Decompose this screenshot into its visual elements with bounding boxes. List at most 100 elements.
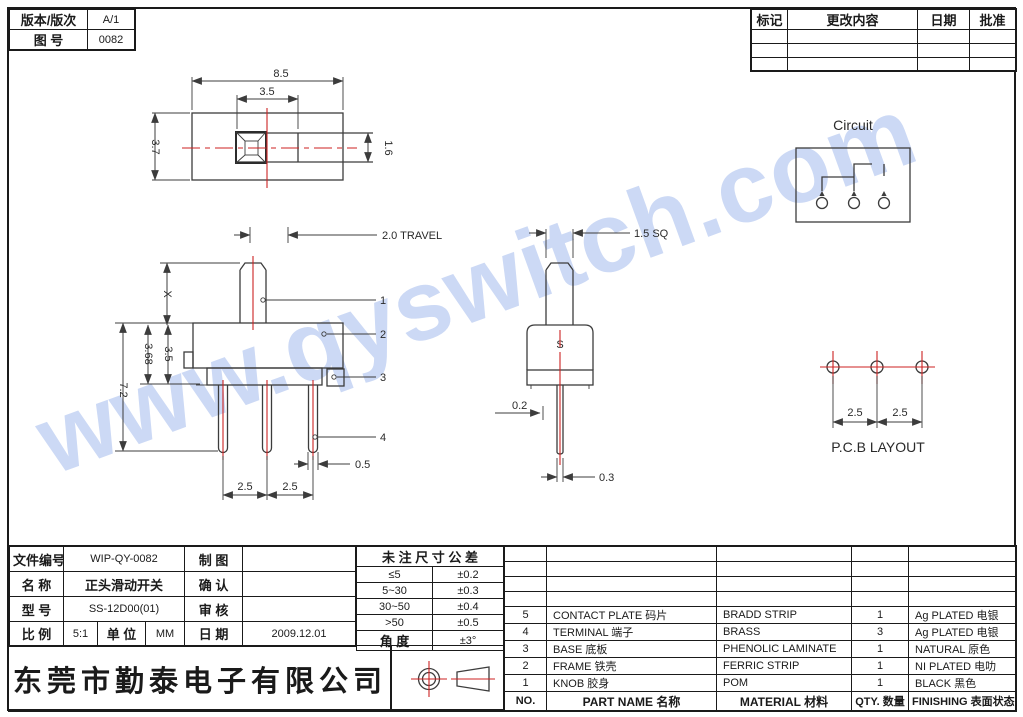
part-qty: 1 xyxy=(851,606,909,624)
change-col-date: 日期 xyxy=(917,9,970,30)
dwg-no-value: 0082 xyxy=(87,29,135,50)
date-value: 2009.12.01 xyxy=(242,621,356,646)
parts-col-material: MATERIAL 材料 xyxy=(716,691,852,711)
tolerance-range: >50 xyxy=(356,614,433,631)
dim-total-height: 7.2 xyxy=(117,382,129,397)
side-view: S 1.5 SQ 0.2 0.3 xyxy=(495,228,669,484)
part-qty: 1 xyxy=(851,640,909,658)
balloon-2: 2 xyxy=(380,329,386,341)
dim-pitch-right: 2.5 xyxy=(282,481,297,493)
dim-pin-thickness: 0.3 xyxy=(599,472,614,484)
dim-top-slot: 3.5 xyxy=(259,86,274,98)
rev-label: 版本/版次 xyxy=(9,9,88,30)
tolerance-title: 未 注 尺 寸 公 差 xyxy=(356,546,504,567)
revision-box: 版本/版次 A/1 图 号 0082 xyxy=(8,8,136,51)
dim-travel: 2.0 TRAVEL xyxy=(382,230,442,242)
change-row xyxy=(751,29,1016,44)
rev-value: A/1 xyxy=(87,9,135,30)
circuit-title: Circuit xyxy=(833,117,873,133)
name-value: 正头滑动开关 xyxy=(62,571,186,597)
unit-value: MM xyxy=(144,621,186,646)
dim-top-width: 8.5 xyxy=(273,68,288,80)
title-block: 文件编号 WIP-QY-0082 制 图 名 称 正头滑动开关 确 认 型 号 … xyxy=(8,545,357,647)
parts-row: 4 TERMINAL 端子 BRASS 3 Ag PLATED 电银 xyxy=(504,623,1016,641)
change-row xyxy=(751,57,1016,71)
part-name: BASE 底板 xyxy=(546,640,717,658)
name-label: 名 称 xyxy=(9,571,64,597)
dim-pin-width: 0.5 xyxy=(355,459,370,471)
parts-header-row: NO. PART NAME 名称 MATERIAL 材料 QTY. 数量 FIN… xyxy=(504,691,1016,711)
balloon-4: 4 xyxy=(380,432,386,444)
pcb-dim-right: 2.5 xyxy=(892,407,907,419)
confirmed-label: 确 认 xyxy=(184,571,244,597)
balloon-3: 3 xyxy=(380,372,386,384)
part-name: CONTACT PLATE 码片 xyxy=(546,606,717,624)
file-no-label: 文件编号 xyxy=(9,546,64,572)
part-no: 4 xyxy=(504,623,547,641)
parts-empty-row xyxy=(504,561,1016,577)
part-finishing: Ag PLATED 电银 xyxy=(908,606,1016,624)
parts-empty-row xyxy=(504,546,1016,562)
checked-value xyxy=(242,596,356,622)
change-row xyxy=(751,43,1016,58)
dim-top-knob: 1.6 xyxy=(382,140,394,155)
part-no: 1 xyxy=(504,674,547,692)
dim-knob-sq: 1.5 SQ xyxy=(634,228,669,240)
part-qty: 3 xyxy=(851,623,909,641)
parts-table: 5 CONTACT PLATE 码片 BRADD STRIP 1 Ag PLAT… xyxy=(503,545,1017,712)
drafted-label: 制 图 xyxy=(184,546,244,572)
parts-empty-row xyxy=(504,591,1016,607)
parts-col-qty: QTY. 数量 xyxy=(851,691,909,711)
tolerance-value: ±0.5 xyxy=(432,614,504,631)
projection-symbol-box xyxy=(390,645,505,712)
part-qty: 1 xyxy=(851,657,909,675)
third-angle-projection-icon xyxy=(411,661,495,697)
front-view: 1 2 3 4 2.0 TRAVEL X 3.5 3.68 7.2 2.5 2.… xyxy=(115,227,442,500)
dwg-no-label: 图 号 xyxy=(9,29,88,50)
balloon-1: 1 xyxy=(380,295,386,307)
dim-pitch-left: 2.5 xyxy=(237,481,252,493)
part-finishing: NI PLATED 电叻 xyxy=(908,657,1016,675)
parts-empty-row xyxy=(504,576,1016,592)
dim-offset: 0.2 xyxy=(512,400,527,412)
part-material: POM xyxy=(716,674,852,692)
parts-row: 1 KNOB 胶身 POM 1 BLACK 黑色 xyxy=(504,674,1016,692)
part-no: 2 xyxy=(504,657,547,675)
parts-col-no: NO. xyxy=(504,691,547,711)
tolerance-value: ±0.4 xyxy=(432,598,504,615)
change-table: 标记 更改内容 日期 批准 xyxy=(750,8,1017,72)
scale-value: 5:1 xyxy=(63,621,98,646)
tolerance-value: ±0.2 xyxy=(432,566,504,583)
date-label: 日 期 xyxy=(184,621,244,646)
part-name: TERMINAL 端子 xyxy=(546,623,717,641)
parts-row: 2 FRAME 铁壳 FERRIC STRIP 1 NI PLATED 电叻 xyxy=(504,657,1016,675)
part-finishing: NATURAL 原色 xyxy=(908,640,1016,658)
parts-col-name: PART NAME 名称 xyxy=(546,691,717,711)
part-no: 5 xyxy=(504,606,547,624)
part-material: PHENOLIC LAMINATE xyxy=(716,640,852,658)
top-view: 8.5 3.5 3.7 1.6 xyxy=(149,68,394,188)
part-finishing: BLACK 黑色 xyxy=(908,674,1016,692)
dim-top-height: 3.7 xyxy=(149,139,161,154)
part-no: 3 xyxy=(504,640,547,658)
tolerance-table: 未 注 尺 寸 公 差 ≤5 ±0.2 5~30 ±0.3 30~50 ±0.4… xyxy=(355,545,505,651)
company-name: 东莞市勤泰电子有限公司 xyxy=(8,645,392,712)
parts-row: 5 CONTACT PLATE 码片 BRADD STRIP 1 Ag PLAT… xyxy=(504,606,1016,624)
dim-x: X xyxy=(161,290,173,298)
tolerance-range: 30~50 xyxy=(356,598,433,615)
part-name: KNOB 胶身 xyxy=(546,674,717,692)
model-label: 型 号 xyxy=(9,596,64,622)
tolerance-value: ±0.3 xyxy=(432,582,504,599)
tolerance-range: ≤5 xyxy=(356,566,433,583)
unit-label: 单 位 xyxy=(97,621,146,646)
part-name: FRAME 铁壳 xyxy=(546,657,717,675)
confirmed-value xyxy=(242,571,356,597)
change-col-content: 更改内容 xyxy=(787,9,918,30)
file-no-value: WIP-QY-0082 xyxy=(62,546,186,572)
change-col-mark: 标记 xyxy=(751,9,788,30)
parts-row: 3 BASE 底板 PHENOLIC LAMINATE 1 NATURAL 原色 xyxy=(504,640,1016,658)
part-material: BRASS xyxy=(716,623,852,641)
tolerance-range: 5~30 xyxy=(356,582,433,599)
part-material: FERRIC STRIP xyxy=(716,657,852,675)
model-value: SS-12D00(01) xyxy=(62,596,186,622)
